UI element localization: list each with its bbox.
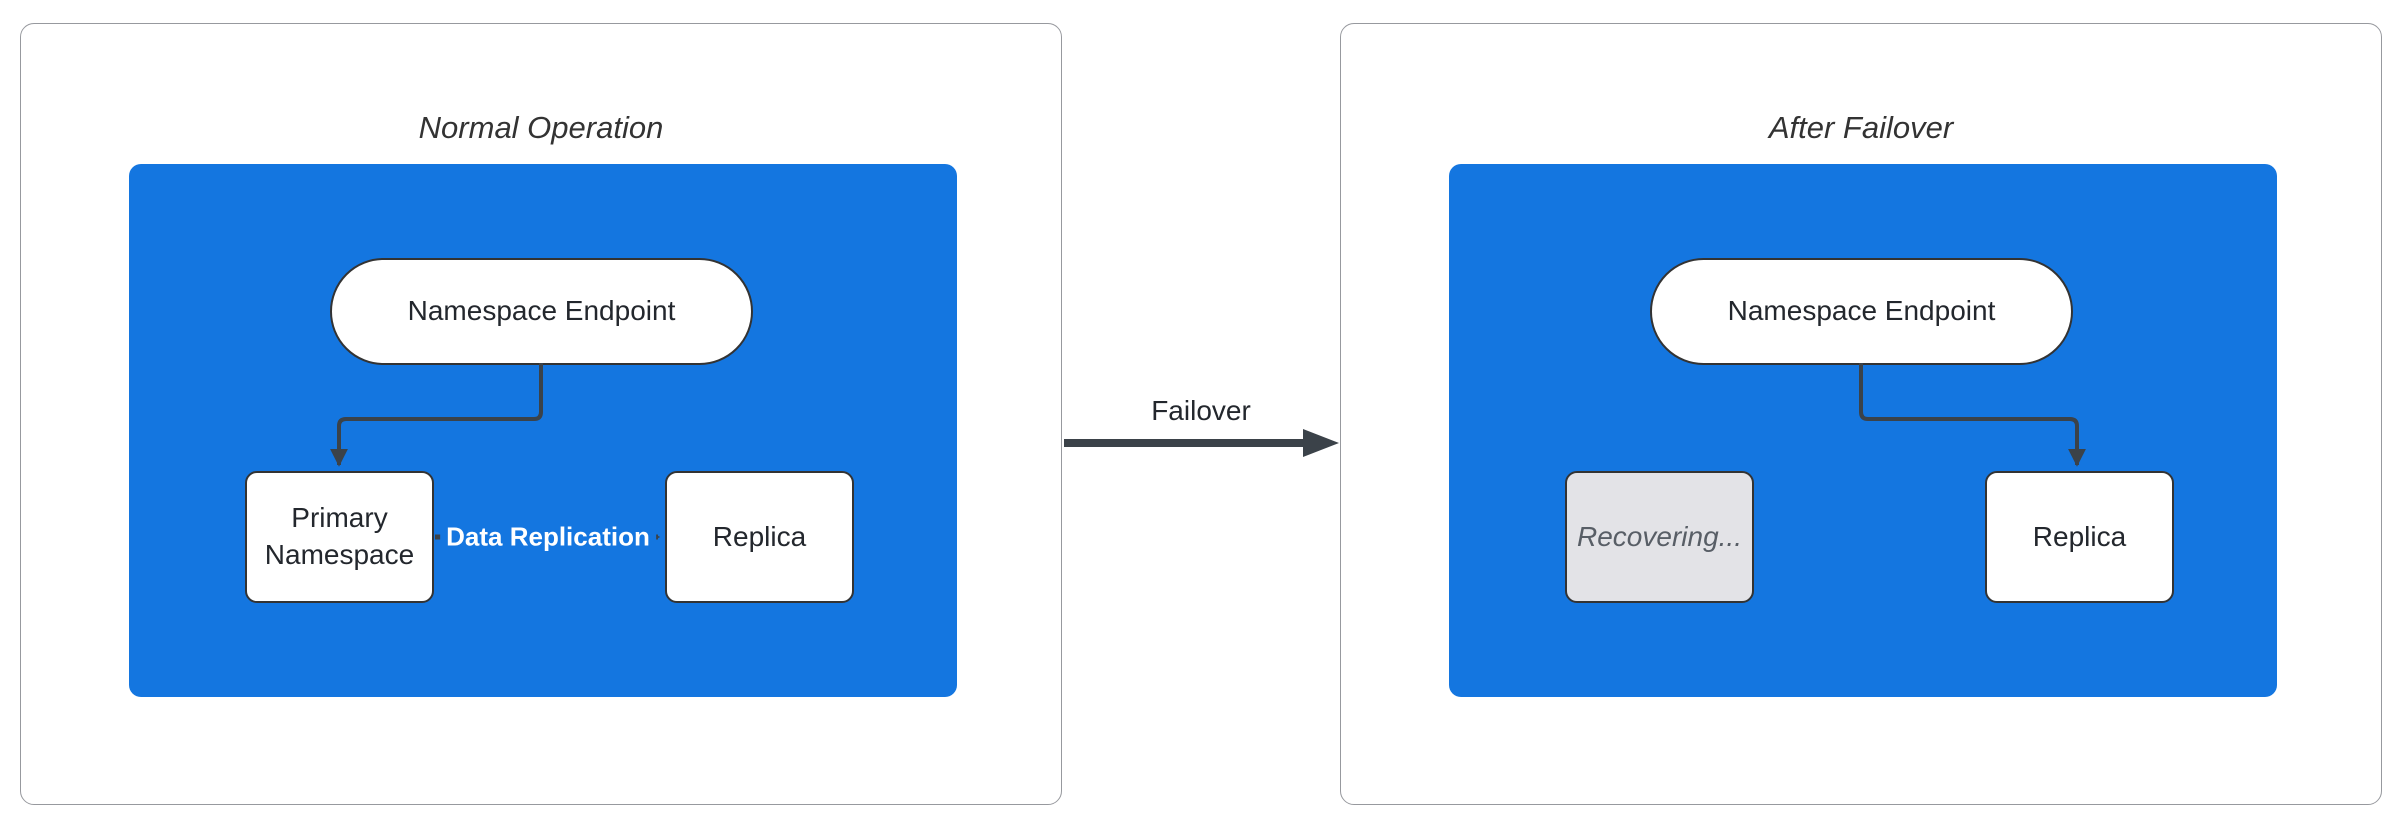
transition-label-failover: Failover [1151, 395, 1251, 426]
node-label: Replica [2032, 520, 2127, 552]
node-label: Namespace Endpoint [407, 295, 676, 327]
node-replica-failover: Replica [1985, 471, 2174, 603]
edge-label-data-replication: Data Replication [440, 519, 656, 555]
node-label: Namespace Endpoint [1727, 295, 1996, 327]
node-label: Primary Namespace [264, 502, 415, 570]
node-primary-namespace: Primary Namespace [245, 471, 434, 603]
namespace-container-failover: Namespace Endpoint Recovering... Replica [1449, 164, 2277, 697]
panel-after-failover: After Failover Namespace Endpoint Recove… [1340, 23, 2382, 805]
namespace-container-normal: Namespace Endpoint Primary Namespace Rep… [129, 164, 957, 697]
failover-arrow [1064, 429, 1339, 457]
panel-normal-operation: Normal Operation Namespace Endpoint Prim… [20, 23, 1062, 805]
node-label: Replica [712, 520, 807, 552]
node-recovering: Recovering... [1565, 471, 1754, 603]
node-namespace-endpoint-failover: Namespace Endpoint [1650, 258, 2073, 365]
panel-title-normal-operation: Normal Operation [418, 110, 664, 145]
node-namespace-endpoint-normal: Namespace Endpoint [330, 258, 753, 365]
panel-title-after-failover: After Failover [1768, 110, 1954, 145]
node-replica-normal: Replica [665, 471, 854, 603]
node-label: Recovering... [1577, 520, 1742, 552]
